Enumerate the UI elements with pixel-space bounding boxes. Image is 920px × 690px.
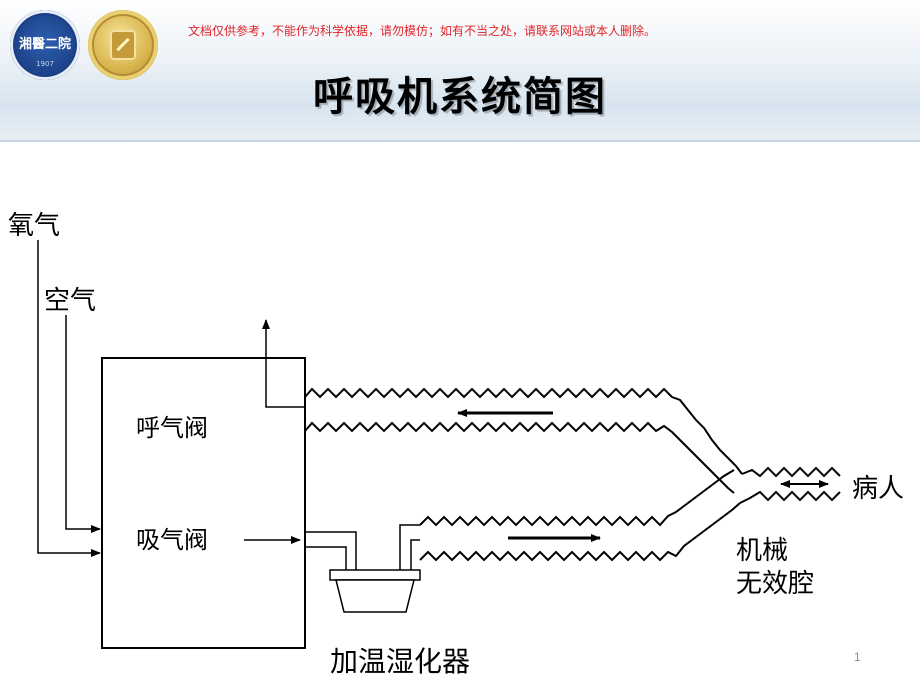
header-band <box>0 0 920 142</box>
wye-connector-top <box>741 466 841 478</box>
dead-space-label-line1: 机械 <box>736 536 789 566</box>
inhale-tube-bottom-wall <box>419 502 741 562</box>
slide-title: 呼吸机系统简图 <box>313 74 607 120</box>
oxygen-label: 氧气 <box>8 211 61 241</box>
hospital-logo: 湘醫二院 1907 <box>10 10 80 80</box>
humidifier-outlet-line-inner <box>410 539 420 570</box>
inhale-valve-label: 吸气阀 <box>136 526 208 554</box>
seal-emblem-icon <box>110 30 136 60</box>
page-number: 1 <box>854 650 861 664</box>
ventilator-box <box>101 357 306 649</box>
exhale-valve-label: 呼气阀 <box>136 414 208 442</box>
humidifier-label: 加温湿化器 <box>330 645 471 678</box>
inhale-tube-top-wall <box>419 469 735 527</box>
humidifier-outlet-line <box>399 524 420 570</box>
disclaimer-text: 文档仅供参考，不能作为科学依据，请勿模仿；如有不当之处，请联系网站或本人删除。 <box>188 24 657 38</box>
wye-connector-bottom <box>739 490 841 504</box>
dead-space-label-line2: 无效腔 <box>736 569 815 599</box>
humidifier-inlet-line-inner <box>305 546 347 570</box>
hospital-logo-year: 1907 <box>36 60 54 68</box>
humidifier-lid <box>329 569 421 581</box>
accreditation-seal-icon <box>88 10 158 80</box>
exhaust-outlet-line <box>262 319 305 408</box>
hospital-logo-text: 湘醫二院 <box>18 37 71 52</box>
exhale-tube-bottom-wall <box>304 421 735 494</box>
oxygen-feed-line <box>37 240 101 557</box>
patient-label: 病人 <box>852 474 905 504</box>
humidifier-inlet-line <box>305 531 357 570</box>
humidifier-vessel <box>335 579 415 613</box>
air-feed-line <box>65 315 101 533</box>
exhale-tube-top-wall <box>304 387 743 475</box>
air-label: 空气 <box>44 286 97 316</box>
